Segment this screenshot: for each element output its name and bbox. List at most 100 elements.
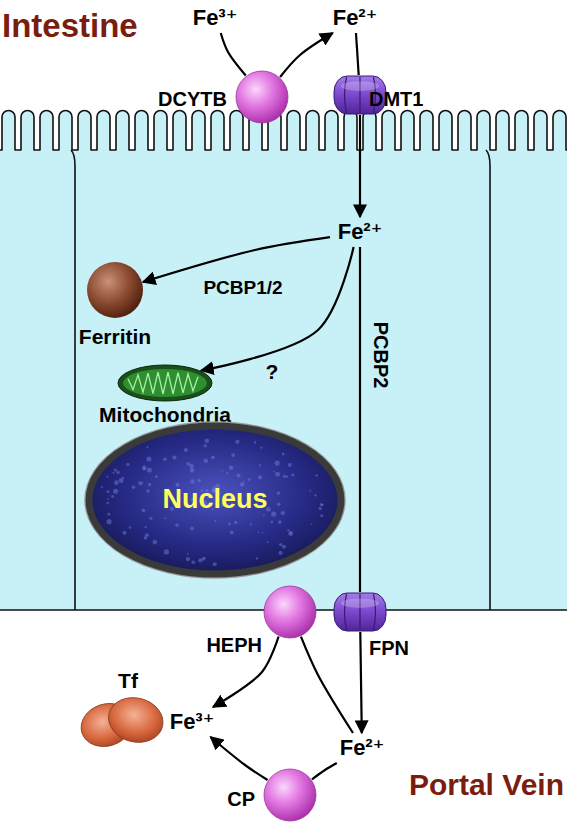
chromatin-dot: [187, 553, 189, 555]
chromatin-dot: [315, 474, 317, 476]
chromatin-dot: [172, 455, 176, 459]
chromatin-dot: [320, 514, 323, 517]
chromatin-dot: [279, 543, 282, 546]
enzyme-circle: [264, 769, 316, 821]
chromatin-dot: [101, 486, 103, 488]
chromatin-dot: [146, 446, 148, 448]
iron-flow-arrow: [210, 737, 267, 780]
chromatin-dot: [278, 551, 282, 555]
chromatin-dot: [309, 490, 311, 492]
region-label: Intestine: [2, 8, 138, 44]
transferrin-lobe: [104, 692, 168, 748]
chromatin-dot: [321, 504, 323, 506]
chromatin-dot: [142, 482, 144, 484]
chromatin-dot: [146, 489, 149, 492]
node-label: Fe³⁺: [193, 6, 238, 30]
chromatin-dot: [122, 477, 125, 480]
iron-flow-arrow: [143, 237, 330, 282]
chromatin-dot: [259, 464, 261, 466]
node-label: Ferritin: [79, 325, 151, 348]
nuclear-envelope-outer: [85, 422, 345, 578]
chromatin-dot: [288, 463, 292, 467]
chromatin-dot: [198, 558, 202, 562]
chromatin-dot: [147, 468, 152, 473]
ferritin-sphere-shape: [86, 261, 144, 319]
iron-ion: Fe²⁺: [330, 217, 390, 247]
chromatin-dot: [204, 557, 206, 559]
node-label: CP: [227, 788, 255, 810]
chromatin-dot: [114, 469, 117, 472]
node-label: Fe²⁺: [338, 220, 383, 244]
chromatin-speckles: [101, 439, 324, 567]
chromatin-dot: [106, 502, 108, 504]
chromatin-dot: [164, 549, 169, 554]
cell-junction: [486, 150, 490, 610]
iron-flow-arrow: [359, 247, 361, 592]
chromatin-dot: [114, 480, 119, 485]
enzyme-circle: [236, 71, 288, 123]
chromatin-dot: [234, 521, 237, 524]
edge-label: ?: [266, 360, 279, 383]
chromatin-dot: [145, 526, 147, 528]
transferrin-protein: Tf: [79, 697, 165, 747]
chromatin-dot: [277, 503, 280, 506]
nucleus-ellipse: Nucleus: [84, 421, 346, 579]
chromatin-dot: [155, 475, 158, 478]
chromatin-dot: [144, 537, 147, 540]
edge-label: PCBP1/2: [203, 278, 282, 299]
transferrin-protein-shape: [79, 697, 165, 747]
chromatin-dot: [226, 472, 228, 474]
chromatin-dot: [107, 519, 112, 524]
chromatin-dot: [311, 524, 313, 526]
chromatin-dot: [148, 483, 151, 486]
chromatin-dot: [275, 472, 280, 477]
iron-ion: Fe³⁺: [162, 707, 222, 737]
chromatin-dot: [287, 529, 289, 531]
chromatin-dot: [281, 511, 285, 515]
ferritin-ball: [87, 262, 143, 318]
chromatin-dot: [197, 479, 201, 483]
enzyme-circle: [264, 586, 316, 638]
node-label: DCYTB: [158, 88, 227, 110]
chromatin-dot: [258, 531, 260, 533]
chromatin-dot: [107, 513, 110, 516]
node-label: Fe³⁺: [170, 710, 215, 734]
chromatin-dot: [149, 517, 152, 520]
chromatin-dot: [211, 455, 215, 459]
chromatin-dot: [271, 511, 276, 516]
reductase-enzyme: DCYTB: [235, 70, 289, 124]
chromatin-dot: [229, 465, 234, 470]
epithelial-cell: [0, 111, 567, 611]
iron-flow-arrow: [280, 33, 333, 77]
chromatin-dot: [288, 531, 293, 536]
chromatin-dot: [116, 471, 119, 474]
node-label: Nucleus: [162, 485, 267, 515]
chromatin-dot: [285, 475, 288, 478]
chromatin-dot: [235, 440, 239, 444]
chromatin-dot: [122, 531, 126, 535]
chromatin-dot: [164, 517, 166, 519]
chromatin-dot: [111, 495, 114, 498]
chromatin-dot: [248, 478, 251, 481]
ferroxidase-enzyme-shape: [263, 585, 317, 639]
chromatin-dot: [276, 491, 280, 495]
node-label: FPN: [369, 637, 409, 659]
chromatin-dot: [204, 444, 207, 447]
chromatin-dot: [214, 520, 216, 522]
chromatin-dot: [231, 453, 235, 457]
chromatin-dot: [278, 520, 282, 524]
transporter-channel: DMT1: [333, 75, 387, 115]
transporter-channel-shape: [333, 592, 387, 632]
ferroxidase-enzyme: HEPH: [263, 585, 317, 639]
mito-outer: [118, 365, 212, 401]
chromatin-dot: [291, 473, 294, 476]
chromatin-dot: [267, 541, 269, 543]
iron-flow-arrow: [359, 115, 361, 217]
cell-junction: [71, 150, 75, 610]
mitochondrion: Mitochondria: [117, 364, 213, 402]
node-label: HEPH: [206, 634, 262, 656]
ferroxidase-enzyme-shape: [263, 768, 317, 822]
iron-flow-arrow: [301, 637, 353, 733]
